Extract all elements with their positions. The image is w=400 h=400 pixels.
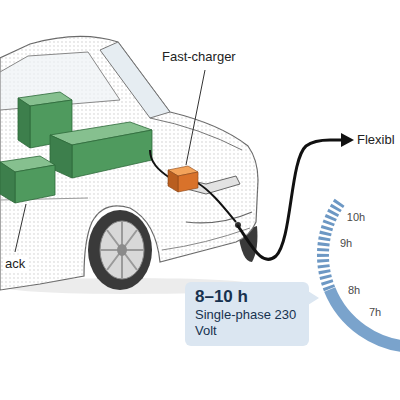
battery-pack: [0, 92, 152, 203]
car-body-shading: [0, 36, 258, 290]
charger-wire: [196, 182, 236, 222]
battery-side: [0, 162, 15, 203]
rim: [100, 221, 144, 279]
leader-line: [15, 204, 26, 252]
bumper-line: [162, 228, 250, 250]
hood-line: [150, 118, 242, 150]
part-label: Fast-charger: [162, 50, 236, 65]
grille: [186, 212, 252, 223]
time-scale-ticks: [323, 202, 340, 289]
hub: [117, 244, 127, 256]
scale-label: 8h: [348, 284, 360, 297]
arrow-label: Flexibl: [357, 133, 395, 148]
callout-box: 8–10 hSingle-phase 230 Volt: [185, 282, 309, 346]
scale-label: 9h: [340, 237, 352, 250]
scale-label: 10h: [347, 211, 365, 224]
callout-text: Single-phase 230 Volt: [195, 307, 299, 338]
front-wheel: [88, 210, 152, 290]
battery-side: [18, 98, 30, 148]
rim-spokes: [100, 221, 144, 279]
callout-pointer: [308, 291, 319, 305]
callout-heading: 8–10 h: [195, 287, 299, 307]
car-body: [0, 36, 258, 290]
charger-wire: [150, 150, 170, 178]
time-scale-band: [330, 290, 400, 347]
scale-label: 7h: [369, 306, 381, 319]
part-label: ack: [3, 257, 27, 272]
charging-cable: [238, 140, 344, 259]
tire: [88, 210, 152, 290]
leader-line: [186, 70, 205, 165]
charger-side: [168, 170, 178, 192]
battery-face: [15, 165, 55, 203]
battery-face: [72, 130, 152, 178]
charger-face: [178, 172, 198, 192]
arrowhead: [341, 133, 354, 147]
fast-charger-box: [168, 166, 198, 192]
windshield: [100, 42, 170, 118]
